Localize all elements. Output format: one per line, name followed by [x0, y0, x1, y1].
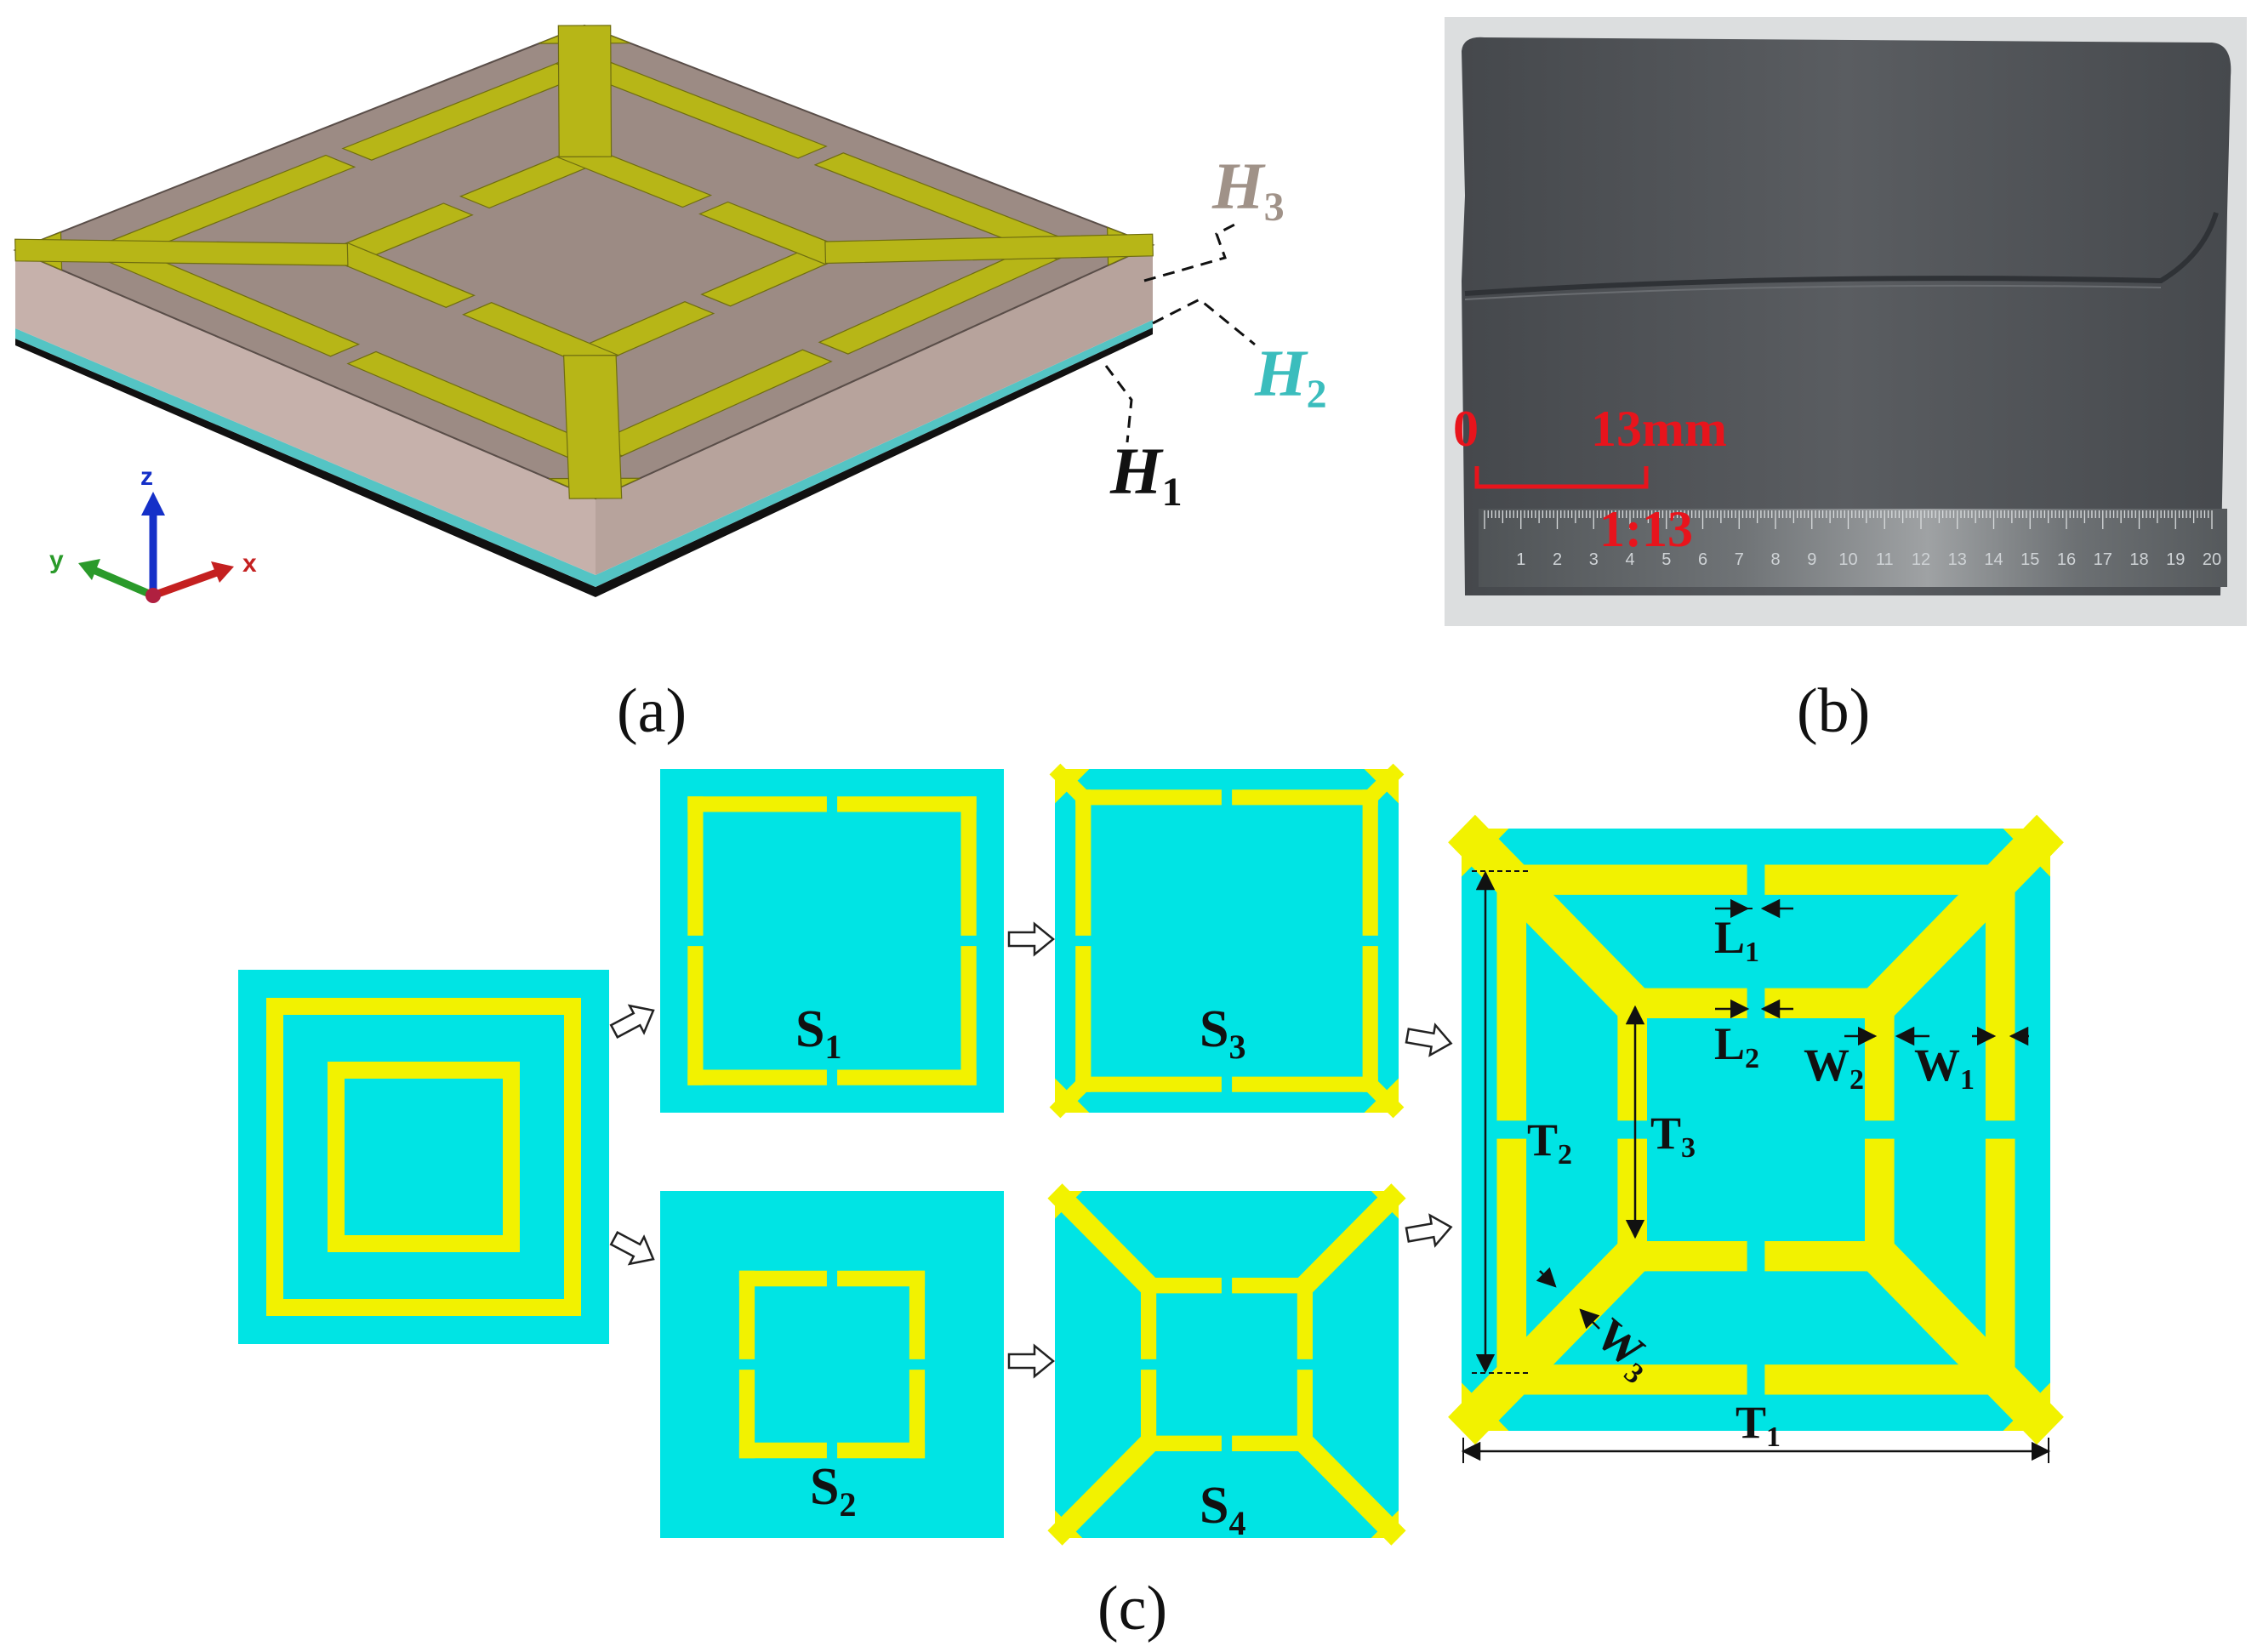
ruler-number: 11: [1876, 550, 1894, 569]
axis-y-label: y: [49, 546, 64, 574]
axis-x-label: x: [242, 550, 257, 578]
ruler-number: 7: [1735, 550, 1744, 569]
label-h2: H2: [1254, 336, 1327, 417]
label-s3: S3: [1200, 1000, 1245, 1066]
s2-split-ring: [738, 1270, 926, 1459]
ruler-number: 2: [1553, 550, 1562, 569]
cell-s2: S2: [660, 1191, 1004, 1538]
cell-base: [238, 970, 609, 1344]
arrow-right-icon: [1007, 921, 1055, 957]
ruler-number: 8: [1770, 550, 1780, 569]
dim-t2: T2: [1527, 1114, 1572, 1171]
label-h3: H3: [1211, 149, 1285, 230]
dim-l1: L1: [1714, 912, 1759, 968]
arrow-right-icon: [1405, 1023, 1453, 1057]
ruler-number: 6: [1698, 550, 1707, 569]
ruler-number: 15: [2020, 550, 2039, 569]
absorber-sheet: [1462, 37, 2231, 596]
axis-z-label: z: [140, 463, 153, 491]
label-s4: S4: [1200, 1477, 1245, 1542]
panel-label-a: (a): [617, 676, 687, 746]
ruler-number: 20: [2203, 550, 2221, 569]
panel-label-b: (b): [1797, 676, 1870, 746]
ruler-number: 4: [1625, 550, 1634, 569]
label-s2: S2: [810, 1458, 856, 1524]
dim-t3: T3: [1650, 1108, 1696, 1164]
cell-final: [1448, 814, 2064, 1445]
axes-triad-icon: z x y: [49, 463, 257, 603]
scale-zero-label: 0: [1453, 401, 1479, 457]
ruler-number: 17: [2094, 550, 2112, 569]
ruler-number: 16: [2057, 550, 2076, 569]
cell-s3: S3: [1049, 763, 1405, 1119]
dim-t1: T1: [1735, 1397, 1781, 1453]
ruler-number: 5: [1661, 550, 1671, 569]
ruler-number: 18: [2129, 550, 2148, 569]
final-pattern: [1448, 814, 2064, 1445]
ruler-number: 10: [1838, 550, 1857, 569]
ruler-number: 13: [1948, 550, 1967, 569]
metal-pattern-3d: [14, 25, 1154, 499]
dim-w2: W2: [1804, 1040, 1864, 1096]
scale-ratio-label: 1:13: [1599, 501, 1693, 557]
dim-l2: L2: [1714, 1018, 1759, 1074]
layer-h3-side-right: [596, 245, 1153, 575]
ruler-number: 12: [1912, 550, 1930, 569]
s4-split-ring-corners: [1047, 1183, 1406, 1546]
ruler-number: 1: [1516, 550, 1525, 569]
arrow-right-icon: [1405, 1213, 1453, 1248]
cell-s4: S4: [1047, 1183, 1406, 1546]
scale-bar: [1474, 466, 1649, 489]
arrow-right-icon: [609, 1231, 655, 1266]
cell-s1: S1: [660, 769, 1004, 1113]
arrow-right-icon: [609, 1004, 655, 1039]
ruler-number: 3: [1589, 550, 1599, 569]
arrow-right-icon: [1007, 1343, 1055, 1379]
ruler-number: 14: [1984, 550, 2003, 569]
ruler-number: 9: [1807, 550, 1816, 569]
ruler: [1479, 509, 2227, 587]
label-h1: H1: [1109, 434, 1183, 515]
flow-arrows: [609, 921, 1453, 1379]
panel-label-c: (c): [1097, 1574, 1167, 1643]
label-s1: S1: [795, 1000, 841, 1066]
panel-a-3d-structure: H3 H2 H1 z x y (a): [13, 24, 1327, 746]
s1-split-ring: [687, 796, 977, 1085]
scale-length-label: 13mm: [1591, 401, 1727, 457]
ruler-number: 19: [2166, 550, 2185, 569]
s3-split-ring-corners: [1049, 763, 1405, 1119]
layer-h3-side-left: [15, 250, 596, 575]
ruler-ticks: [1484, 510, 2213, 529]
dim-w1: W1: [1914, 1040, 1975, 1096]
panel-c-design: S1 S2 S3 S4: [238, 763, 2064, 1643]
